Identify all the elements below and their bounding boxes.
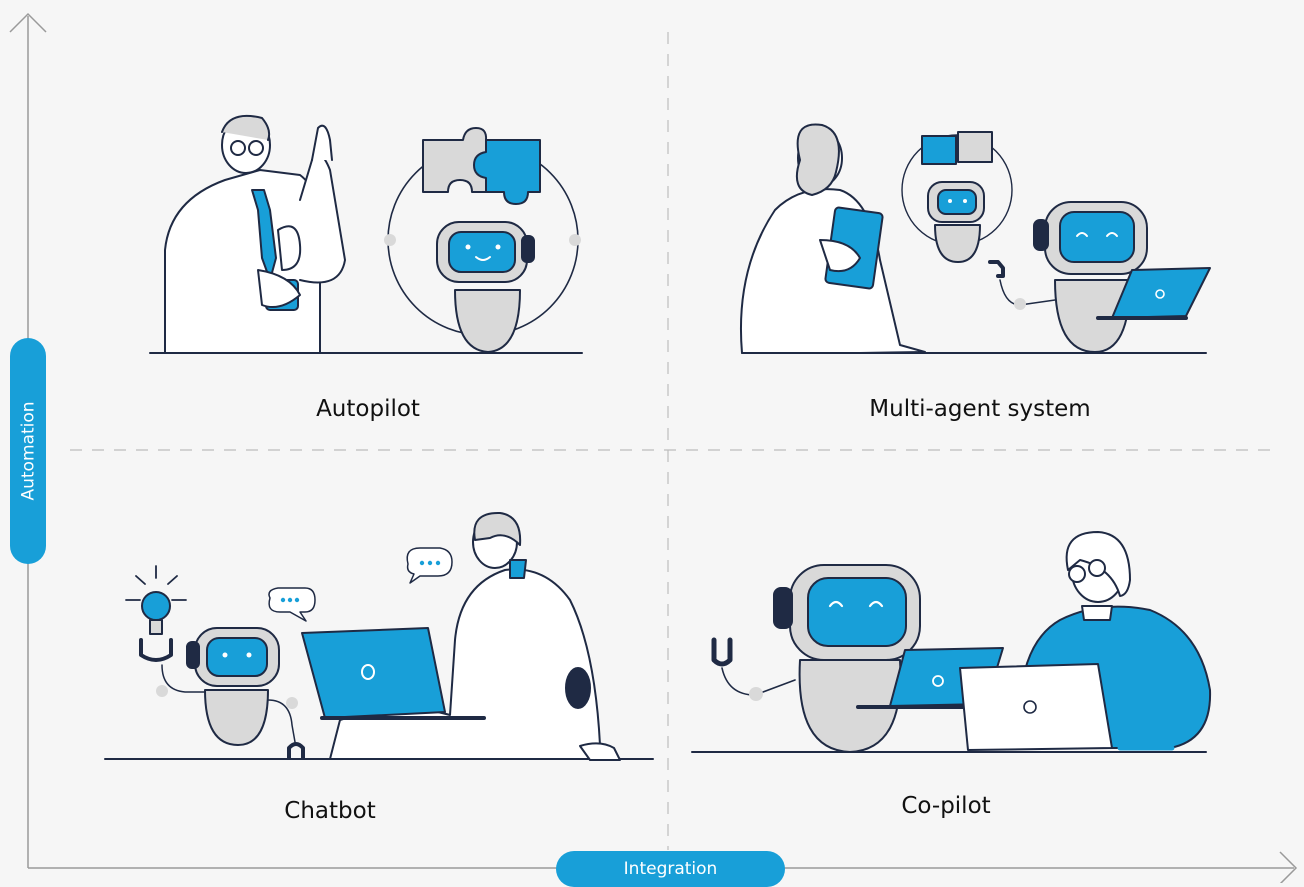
- large-robot: [711, 564, 921, 753]
- multi-agent-illustration: [739, 123, 1211, 354]
- small-robot-with-puzzle: [901, 131, 1013, 263]
- y-axis-arrow: [9, 12, 47, 33]
- y-axis-label-text: Automation: [18, 401, 39, 501]
- robot-with-puzzle: [384, 127, 581, 353]
- quadrant-label-chatbot: Chatbot: [284, 798, 376, 824]
- chatbot-illustration: [104, 511, 654, 761]
- woman-with-tablet: [739, 123, 926, 354]
- person-at-desk: [959, 531, 1212, 751]
- quadrant-label-multi-agent: Multi-agent system: [869, 396, 1091, 422]
- quadrant-label-autopilot: Autopilot: [316, 396, 420, 422]
- y-axis-label: Automation: [10, 338, 46, 564]
- person-with-laptop: [301, 511, 621, 761]
- robot-with-laptop: [988, 201, 1211, 353]
- autopilot-illustration: [149, 114, 583, 354]
- quadrant-label-copilot: Co-pilot: [901, 793, 991, 819]
- lightbulb-icon: [125, 565, 187, 662]
- copilot-illustration: [691, 531, 1212, 753]
- x-axis-label: Integration: [556, 851, 785, 887]
- speech-bubble-person: [406, 547, 453, 584]
- speech-bubble-robot: [268, 587, 316, 622]
- quadrant-dividers: [70, 32, 1280, 850]
- robot-figure: [156, 627, 305, 760]
- businessman-figure: [164, 114, 346, 354]
- x-axis-arrow: [1279, 851, 1298, 883]
